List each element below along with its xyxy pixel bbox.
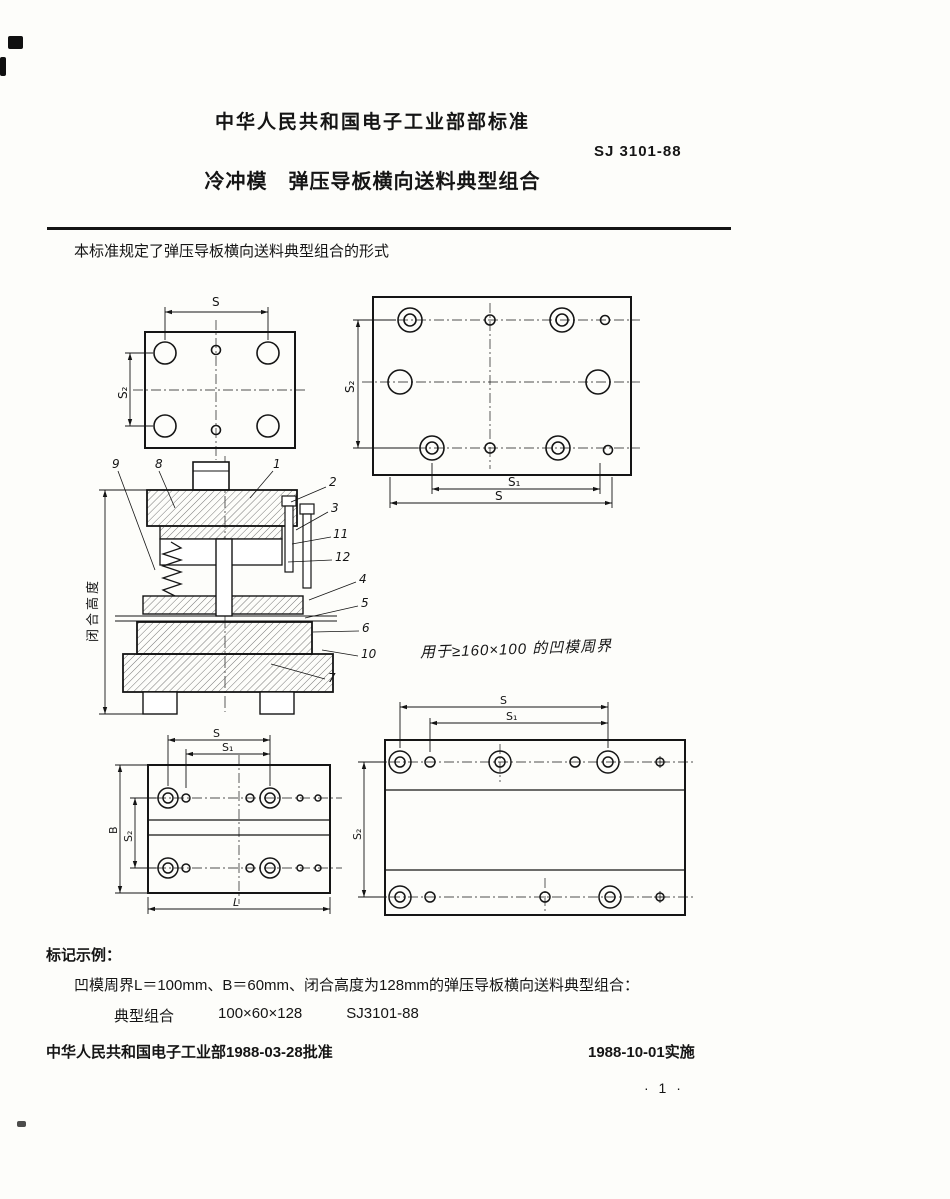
holes-group: [388, 750, 666, 909]
center-lines: [372, 744, 695, 914]
center-lines: [138, 755, 342, 904]
scan-artifact: [8, 36, 23, 49]
dim-b-label: B: [107, 826, 120, 834]
leader-lines: [117, 470, 360, 680]
dim-s1-label: S₁: [506, 710, 517, 723]
drawing-section-view: 闭合高度 9 8 1 2 3 11 12 4 5 6 10: [85, 456, 377, 715]
dim-s-label: S: [500, 694, 507, 707]
part-number-8: 8: [155, 457, 163, 471]
handwritten-note: 用于≥160×100 的凹模周界: [419, 637, 613, 662]
dimension-s2: [130, 797, 156, 869]
scan-artifact: [0, 57, 6, 76]
center-lines: [133, 320, 307, 460]
part-number-9: 9: [112, 457, 120, 471]
dim-s2-label: S₂: [351, 829, 364, 840]
ministry-standard-title: 中华人民共和国电子工业部部标准: [214, 112, 530, 133]
implementation-note: 1988-10-01实施: [588, 1044, 695, 1061]
dimension-s2: [125, 352, 153, 427]
part-number-12: 12: [335, 550, 350, 564]
dimension-s1: [431, 463, 601, 494]
closed-height-label: 闭合高度: [85, 578, 101, 642]
dim-s2-label: S₂: [116, 386, 130, 399]
dim-s-label: S: [212, 295, 220, 309]
dim-s2-label: S₂: [122, 831, 135, 842]
dimension-b: [115, 764, 148, 894]
dim-s1-label: S₁: [222, 741, 233, 754]
drawing-upper-plate-top-view: S S₂: [116, 295, 307, 460]
holes-group: [157, 787, 322, 879]
dim-s1-label: S₁: [508, 475, 521, 489]
part-number-1: 1: [273, 457, 281, 471]
drawing-lower-plate-small-top-view: S S₁ B S₂ L: [107, 727, 342, 914]
dim-s2-label: S₂: [343, 380, 357, 393]
dimension-l: [147, 897, 331, 914]
drawing-lower-plate-large-top-view: S S₁ S₂: [351, 694, 695, 916]
example-heading: 标记示例：: [46, 947, 122, 964]
closed-height-dimension: [99, 489, 147, 715]
part-numbers: 9 8 1 2 3 11 12 4 5 6 10 7: [112, 457, 377, 685]
plate-outline: [147, 764, 331, 894]
part-number-11: 11: [333, 527, 348, 541]
approval-note: 中华人民共和国电子工业部1988-03-28批准: [46, 1044, 333, 1061]
document-title: 冷冲模 弹压导板横向送料典型组合: [204, 171, 541, 193]
dimension-s: [399, 702, 609, 748]
plate-outline: [372, 296, 632, 476]
designation-standard: SJ3101-88: [346, 1005, 419, 1022]
example-designation: 典型组合 100×60×128 SJ3101-88: [114, 1005, 419, 1026]
holes-group: [387, 307, 614, 461]
dimension-s: [167, 735, 271, 786]
dimension-s1: [185, 749, 270, 788]
drawing-large-plate-top-view: S₂ S₁ S: [343, 296, 640, 508]
die-set-parts: [115, 461, 337, 715]
scan-artifact: [17, 1121, 26, 1127]
dimension-s1: [429, 718, 608, 752]
holes-group: [153, 341, 280, 438]
dimension-s: [164, 307, 269, 340]
standard-number: SJ 3101-88: [594, 143, 682, 160]
part-number-4: 4: [359, 572, 367, 586]
dimension-s2: [358, 761, 386, 898]
plate-outline: [384, 739, 686, 916]
title-divider: [47, 227, 731, 230]
dimension-s2: [353, 319, 418, 449]
dim-s-label: S: [213, 727, 220, 740]
dimension-s: [389, 477, 613, 508]
designation-label: 典型组合: [114, 1008, 175, 1025]
plate-outline: [144, 331, 296, 449]
spring: [160, 541, 184, 597]
part-number-10: 10: [361, 647, 377, 661]
part-number-2: 2: [329, 475, 337, 489]
scope-paragraph: 本标准规定了弹压导板横向送料典型组合的形式: [74, 243, 390, 260]
part-number-5: 5: [361, 596, 369, 610]
part-number-3: 3: [331, 501, 339, 515]
example-description: 凹模周界L＝100mm、B＝60mm、闭合高度为128mm的弹压导板横向送料典型…: [74, 977, 640, 994]
designation-size: 100×60×128: [218, 1005, 303, 1022]
dim-s-label: S: [495, 489, 503, 503]
punch: [215, 538, 233, 617]
part-number-6: 6: [362, 621, 370, 635]
page-number: · 1 ·: [644, 1080, 684, 1096]
dim-l-label: L: [233, 896, 239, 909]
part-number-7: 7: [328, 671, 336, 685]
center-lines: [362, 303, 640, 469]
